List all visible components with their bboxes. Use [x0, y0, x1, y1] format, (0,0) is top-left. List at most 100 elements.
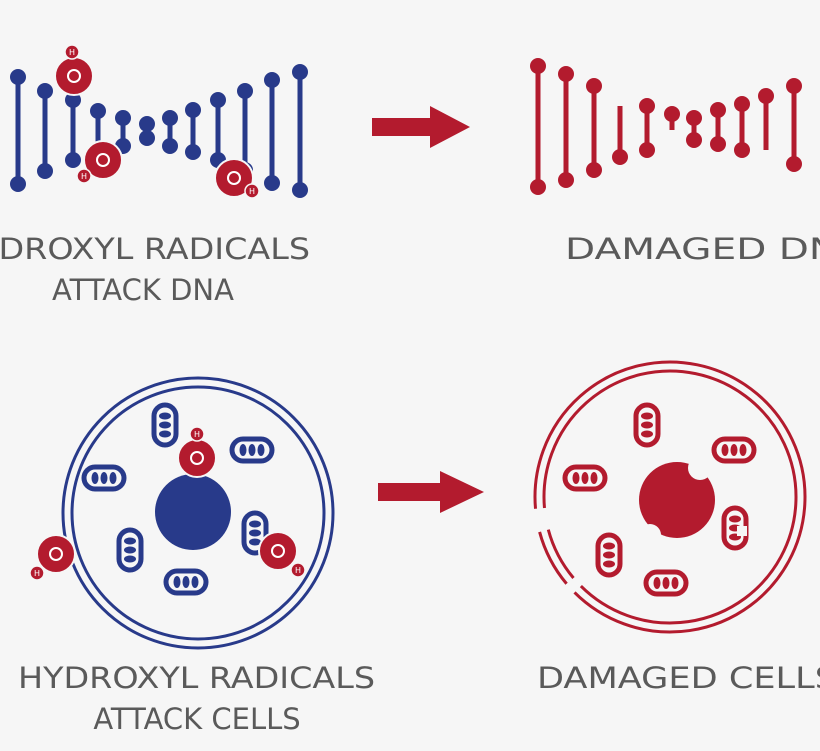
- dna-node: [292, 64, 308, 80]
- hydroxyl-radical-icon: H: [54, 44, 94, 96]
- mitochondrion-crista: [730, 444, 738, 456]
- mitochondrion-crista: [239, 444, 247, 456]
- mitochondrion-crista: [603, 542, 615, 550]
- hydroxyl-radical-icon: H: [258, 531, 306, 578]
- mitochondrion-crista: [249, 538, 261, 546]
- mitochondrion-crista: [590, 472, 598, 484]
- dna-node: [734, 96, 750, 112]
- mitochondrion-crista: [159, 412, 171, 420]
- dna-node: [664, 106, 680, 122]
- nucleus: [155, 474, 231, 550]
- oxygen-ring: [271, 544, 285, 558]
- hydroxyl-radical-icon: H: [177, 426, 217, 478]
- dna-node: [10, 176, 26, 192]
- cell-attack-label-line2: ATTACK CELLS: [93, 702, 300, 736]
- oxygen-atom: [214, 158, 254, 198]
- mitochondrion-crista: [603, 551, 615, 559]
- hydroxyl-radical-icon: H: [214, 158, 260, 199]
- dna-node: [612, 149, 628, 165]
- dna-attack-label-line2: ATTACK DNA: [52, 273, 234, 307]
- dna-node: [162, 110, 178, 126]
- dna-node: [65, 152, 81, 168]
- oxygen-ring: [49, 547, 63, 561]
- dna-node: [686, 110, 702, 126]
- dna-node: [639, 142, 655, 158]
- mitochondrion: [562, 464, 608, 492]
- hydroxyl-radical-icon: H: [29, 534, 76, 581]
- dna-node: [162, 138, 178, 154]
- hydroxyl-radical-icon: H: [76, 140, 123, 184]
- nucleus-bite: [639, 524, 661, 546]
- dna-node: [65, 92, 81, 108]
- mitochondrion-crista: [159, 421, 171, 429]
- oxygen-ring: [96, 153, 110, 167]
- mitochondrion: [633, 402, 661, 448]
- oxygen-atom: [177, 438, 217, 478]
- mitochondrion-crista: [109, 472, 117, 484]
- arrow-right-icon: [372, 106, 470, 148]
- dna-node: [558, 66, 574, 82]
- dna-attack-label-line1: HYDROXYL RADICALS: [0, 232, 310, 266]
- mitochondrion: [163, 568, 209, 596]
- dna-node: [558, 172, 574, 188]
- mitochondrion-crista: [159, 430, 171, 438]
- dna-node: [758, 88, 774, 104]
- dna-node: [639, 98, 655, 114]
- dna-node: [264, 175, 280, 191]
- mitochondrion: [116, 527, 144, 573]
- dna-node: [210, 92, 226, 108]
- cell-attack-label-line1: HYDROXYL RADICALS: [18, 661, 375, 695]
- cell-membrane-outer: [533, 360, 807, 634]
- mitochondrion-crista: [249, 529, 261, 537]
- dna-node: [292, 182, 308, 198]
- damaged-cells-label: DAMAGED CELLS: [537, 661, 820, 695]
- dna-node: [734, 142, 750, 158]
- dna-node: [139, 116, 155, 132]
- mitochondrion-crista: [100, 472, 108, 484]
- dna-node: [10, 69, 26, 85]
- hydrogen-label: H: [295, 566, 301, 575]
- mitochondrion-crista: [662, 577, 670, 589]
- oxygen-ring: [227, 171, 241, 185]
- cell-icon: [61, 376, 335, 650]
- cell-membrane-outer: [538, 531, 568, 585]
- dna-node: [90, 103, 106, 119]
- hydrogen-atom: [244, 183, 260, 199]
- mitochondrion-crista: [91, 472, 99, 484]
- damaged-cell-icon: [533, 360, 807, 634]
- mitochondrion: [229, 436, 275, 464]
- damaged-nucleus: [639, 462, 715, 538]
- dna-node: [237, 83, 253, 99]
- dna-node: [586, 78, 602, 94]
- mitochondrion-crista: [641, 430, 653, 438]
- mitochondrion-crista: [572, 472, 580, 484]
- mitochondrion: [643, 569, 689, 597]
- arrow-right-icon: [378, 471, 484, 513]
- damaged-dna-label: DAMAGED DNA: [565, 232, 820, 266]
- cell-membrane-inner: [546, 529, 575, 579]
- dna-node: [37, 163, 53, 179]
- mitochondrion: [241, 510, 269, 556]
- mitochondrion-crista: [729, 515, 741, 523]
- mitochondrion-crista: [191, 576, 199, 588]
- mitochondrion-crista: [641, 421, 653, 429]
- damaged-dna-icon: [530, 58, 802, 195]
- oxygen-atom: [54, 56, 94, 96]
- mitochondrion-crista: [249, 520, 261, 528]
- mitochondrion-crista: [721, 444, 729, 456]
- dna-node: [185, 144, 201, 160]
- mitochondrion: [151, 402, 179, 448]
- cell-membrane-inner: [542, 369, 798, 625]
- mitochondrion: [595, 532, 623, 578]
- hydrogen-label: H: [34, 569, 40, 578]
- hydrogen-label: H: [69, 48, 75, 57]
- nucleus-bite: [688, 456, 712, 480]
- dna-node: [786, 78, 802, 94]
- hydroxyl-radicals: H H H H H H: [29, 44, 306, 581]
- oxygen-ring: [190, 451, 204, 465]
- mitochondrion-crista: [173, 576, 181, 588]
- oxygen-atom: [36, 534, 76, 574]
- hydrogen-label: H: [249, 187, 255, 196]
- dna-node: [710, 136, 726, 152]
